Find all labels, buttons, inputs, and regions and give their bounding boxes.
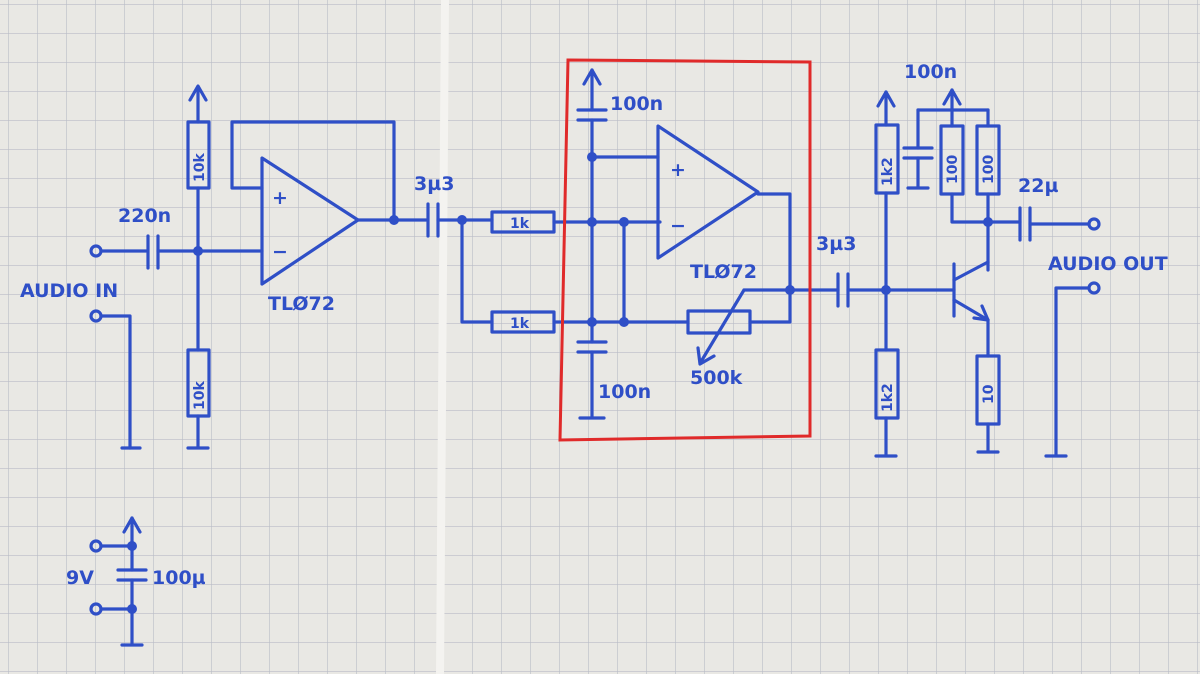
- cap-22u-label: 22µ: [1018, 175, 1058, 197]
- vcc-arrow-icon-3: [876, 90, 896, 108]
- transistor-collector: [952, 260, 990, 282]
- res-1k-bottom-label: 1k: [510, 316, 530, 332]
- res-10k-bottom-label: 10k: [192, 381, 208, 410]
- res-10-label: 10: [981, 384, 997, 404]
- cap-100n-bottom-label: 100n: [598, 381, 651, 403]
- pot-wiper: [700, 288, 746, 362]
- res-1k2-bottom-label: 1k2: [880, 383, 896, 412]
- opamp2-minus: −: [670, 215, 686, 237]
- vcc-arrow-icon-5: [122, 516, 142, 534]
- cap-100u-label: 100µ: [152, 567, 206, 589]
- vcc-arrow-icon-2: [582, 68, 602, 86]
- res-1k-top-label: 1k: [510, 216, 530, 232]
- output-stage: [836, 88, 1101, 458]
- filter-stage: [552, 68, 840, 420]
- audio-out-label: AUDIO OUT: [1048, 253, 1168, 275]
- cap-100n-top-label: 100n: [610, 93, 663, 115]
- page-fold: [436, 0, 449, 674]
- res-10k-top-label: 10k: [192, 153, 208, 182]
- audio-out-terminal-top: [1087, 217, 1101, 231]
- input-stage: [89, 84, 428, 450]
- opamp1-plus: +: [272, 187, 288, 209]
- supply-9v-label: 9V: [66, 567, 94, 589]
- res-100-b-label: 100: [981, 155, 997, 184]
- cap-100n-supply-label: 100n: [904, 61, 957, 83]
- opamp-1: [260, 156, 360, 286]
- vcc-arrow-icon-4: [942, 88, 962, 106]
- opamp2-label: TLØ72: [690, 261, 757, 283]
- opamp1-label: TLØ72: [268, 293, 335, 315]
- cap-3u3-1-label: 3µ3: [414, 173, 454, 195]
- audio-in-label: AUDIO IN: [20, 280, 118, 302]
- res-1k2-top-label: 1k2: [880, 157, 896, 186]
- vcc-arrow-icon: [188, 84, 208, 102]
- opamp-2: [656, 124, 760, 260]
- opamp2-plus: +: [670, 159, 686, 181]
- cap-3u3-2-label: 3µ3: [816, 233, 856, 255]
- cap-220n-label: 220n: [118, 205, 171, 227]
- opamp1-minus: −: [272, 241, 288, 263]
- supply-section: [89, 516, 148, 647]
- transistor-emitter: [952, 298, 990, 322]
- res-100-a-label: 100: [945, 155, 961, 184]
- wiper-arrow-icon: [696, 346, 716, 366]
- pot-500k-label: 500k: [690, 367, 743, 389]
- highlight-box: [558, 58, 812, 442]
